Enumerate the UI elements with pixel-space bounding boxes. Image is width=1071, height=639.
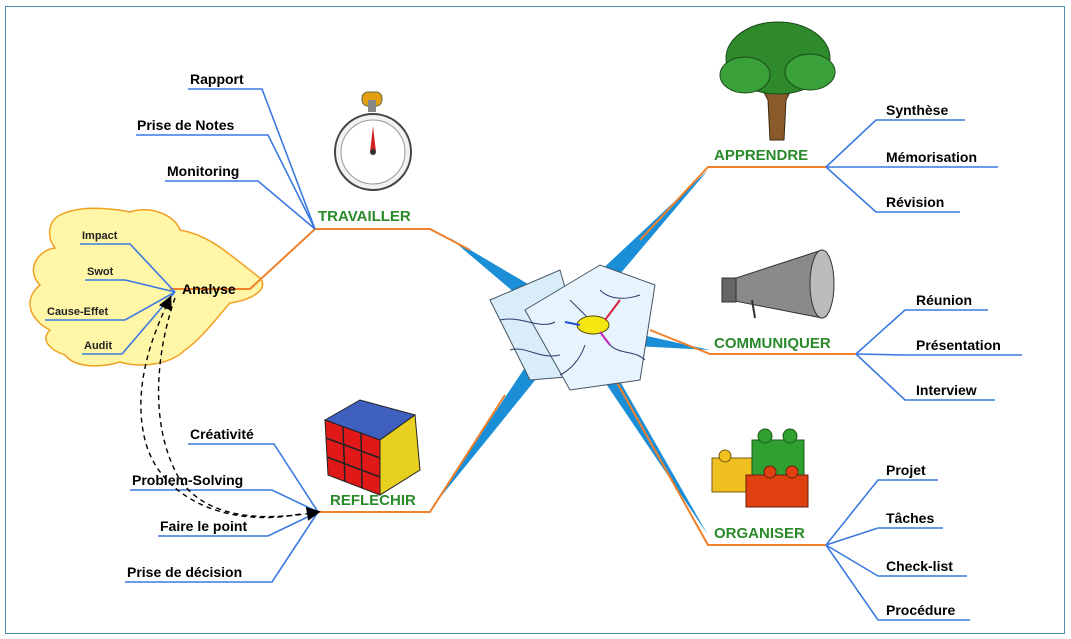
leaf-reunion: Réunion	[916, 292, 972, 308]
analyse-cloud	[29, 207, 264, 367]
leaf-creativite: Créativité	[190, 426, 254, 442]
lego-bricks-icon	[711, 428, 809, 508]
leaf-impact: Impact	[82, 230, 118, 242]
rubiks-cube-icon	[323, 399, 421, 496]
leaf-projet: Projet	[886, 462, 926, 478]
leaf-procedure: Procédure	[886, 602, 955, 618]
leaf-lines	[45, 88, 1022, 621]
leaf-monitoring: Monitoring	[167, 163, 239, 179]
branch-label-travailler: TRAVAILLER	[318, 208, 411, 225]
leaf-prise-de-notes: Prise de Notes	[137, 117, 234, 133]
leaf-cause-effet: Cause-Effet	[47, 306, 108, 318]
branch-label-communiquer: COMMUNIQUER	[714, 335, 831, 352]
leaf-prise-de-decision: Prise de décision	[127, 564, 242, 580]
megaphone-icon	[721, 249, 835, 319]
leaf-problem-solving: Problem-Solving	[132, 472, 243, 488]
analyse-label: Analyse	[182, 281, 236, 297]
leaf-taches: Tâches	[886, 510, 934, 526]
branch-label-reflechir: REFLECHIR	[330, 492, 416, 509]
branch-lines	[170, 166, 856, 546]
leaf-rapport: Rapport	[190, 71, 244, 87]
leaf-audit: Audit	[84, 340, 112, 352]
leaf-synthese: Synthèse	[886, 102, 948, 118]
dashed-arrows	[140, 295, 321, 521]
leaf-swot: Swot	[87, 266, 114, 278]
central-maps-image	[489, 264, 656, 391]
leaf-presentation: Présentation	[916, 337, 1001, 353]
leaf-faire-le-point: Faire le point	[160, 518, 247, 534]
leaf-memorisation: Mémorisation	[886, 149, 977, 165]
tree-icon	[719, 21, 836, 141]
branch-label-apprendre: APPRENDRE	[714, 147, 808, 164]
leaf-revision: Révision	[886, 194, 944, 210]
branch-label-organiser: ORGANISER	[714, 525, 805, 542]
stopwatch-icon	[334, 91, 412, 191]
leaf-check-list: Check-list	[886, 558, 953, 574]
leaf-interview: Interview	[916, 382, 977, 398]
